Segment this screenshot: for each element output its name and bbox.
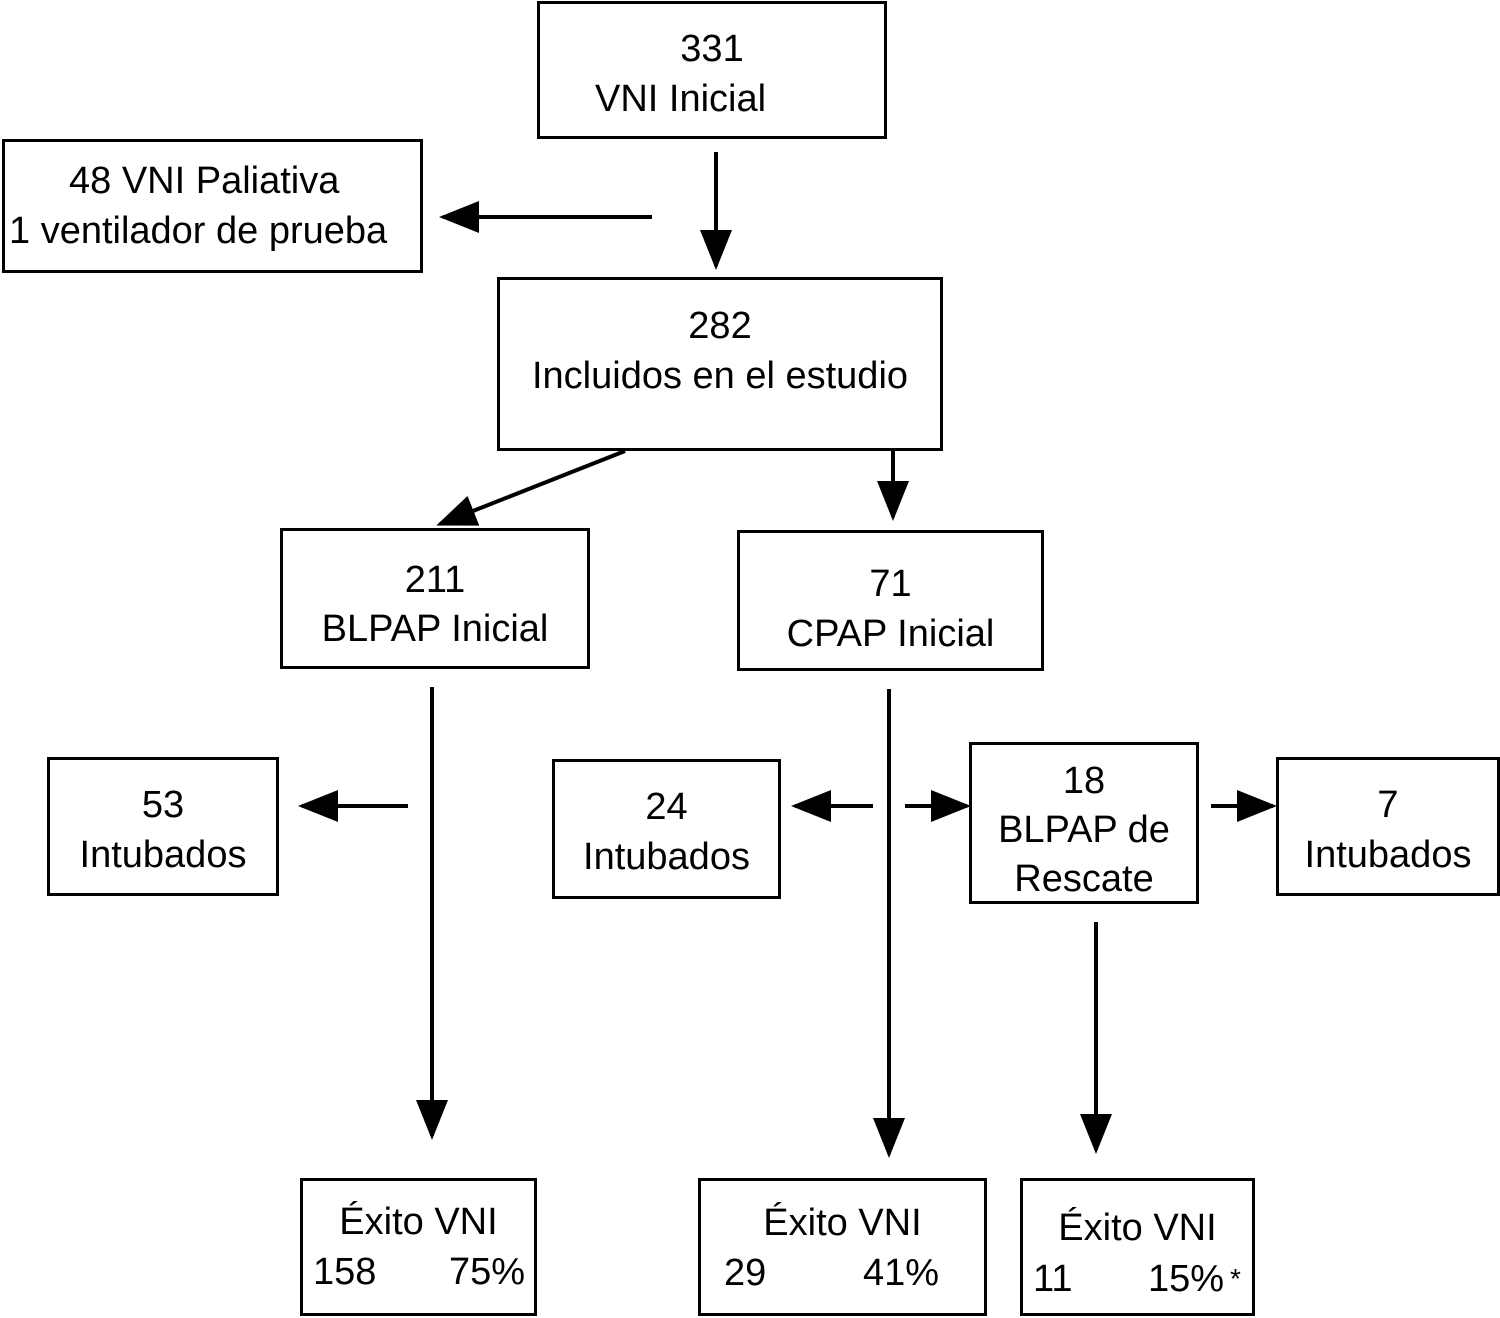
node-exito-cpap: Éxito VNI 29 41% [698,1178,987,1316]
node-line-2: 1 ventilador de prueba [9,210,388,252]
node-rescate-intubados: 7 Intubados [1276,757,1500,896]
node-count: 331 [680,28,744,70]
node-count: 211 [404,559,466,601]
node-count: 53 [141,784,185,826]
node-label: Intubados [583,836,750,878]
node-label: CPAP Inicial [786,613,995,655]
node-line-2: BLPAP de [998,809,1170,851]
node-title: Éxito VNI [763,1202,922,1244]
node-count: 71 [869,563,912,605]
node-label: BLPAP Inicial [321,608,549,650]
node-label: Intubados [1304,834,1472,876]
node-percent: 41% [863,1252,940,1294]
node-blpap-rescate: 18 BLPAP de Rescate [969,742,1199,904]
node-count: 11 [1033,1258,1073,1300]
node-count: 29 [724,1252,767,1294]
node-exito-rescate: Éxito VNI 11 15% * [1020,1178,1255,1316]
arrow-incluidos-to-blpap [436,449,626,526]
node-title: Éxito VNI [339,1201,498,1243]
node-cpap-inicial: 71 CPAP Inicial [737,530,1044,671]
node-count: 158 [313,1251,377,1293]
node-percent: 15% [1148,1258,1225,1300]
node-count: 18 [1062,760,1106,802]
node-excluded: 48 VNI Paliativa 1 ventilador de prueba [2,139,423,273]
node-blpap-intubados: 53 Intubados [47,757,279,896]
node-exito-blpap: Éxito VNI 158 75% [300,1178,537,1316]
node-percent: 75% [449,1251,526,1293]
significance-marker: * [1230,1263,1241,1294]
node-line-3: Rescate [1014,858,1154,900]
node-vni-inicial: 331 VNI Inicial [537,1,887,139]
node-label: Intubados [79,834,247,876]
node-count: 24 [645,786,688,828]
node-line-1: 48 VNI Paliativa [69,160,340,202]
node-title: Éxito VNI [1058,1207,1217,1249]
node-incluidos: 282 Incluidos en el estudio [497,277,943,451]
node-cpap-intubados: 24 Intubados [552,759,781,899]
node-count: 282 [688,305,752,347]
node-label: Incluidos en el estudio [531,355,909,397]
node-blpap-inicial: 211 BLPAP Inicial [280,528,590,669]
node-label: VNI Inicial [595,78,767,120]
node-count: 7 [1377,784,1399,826]
